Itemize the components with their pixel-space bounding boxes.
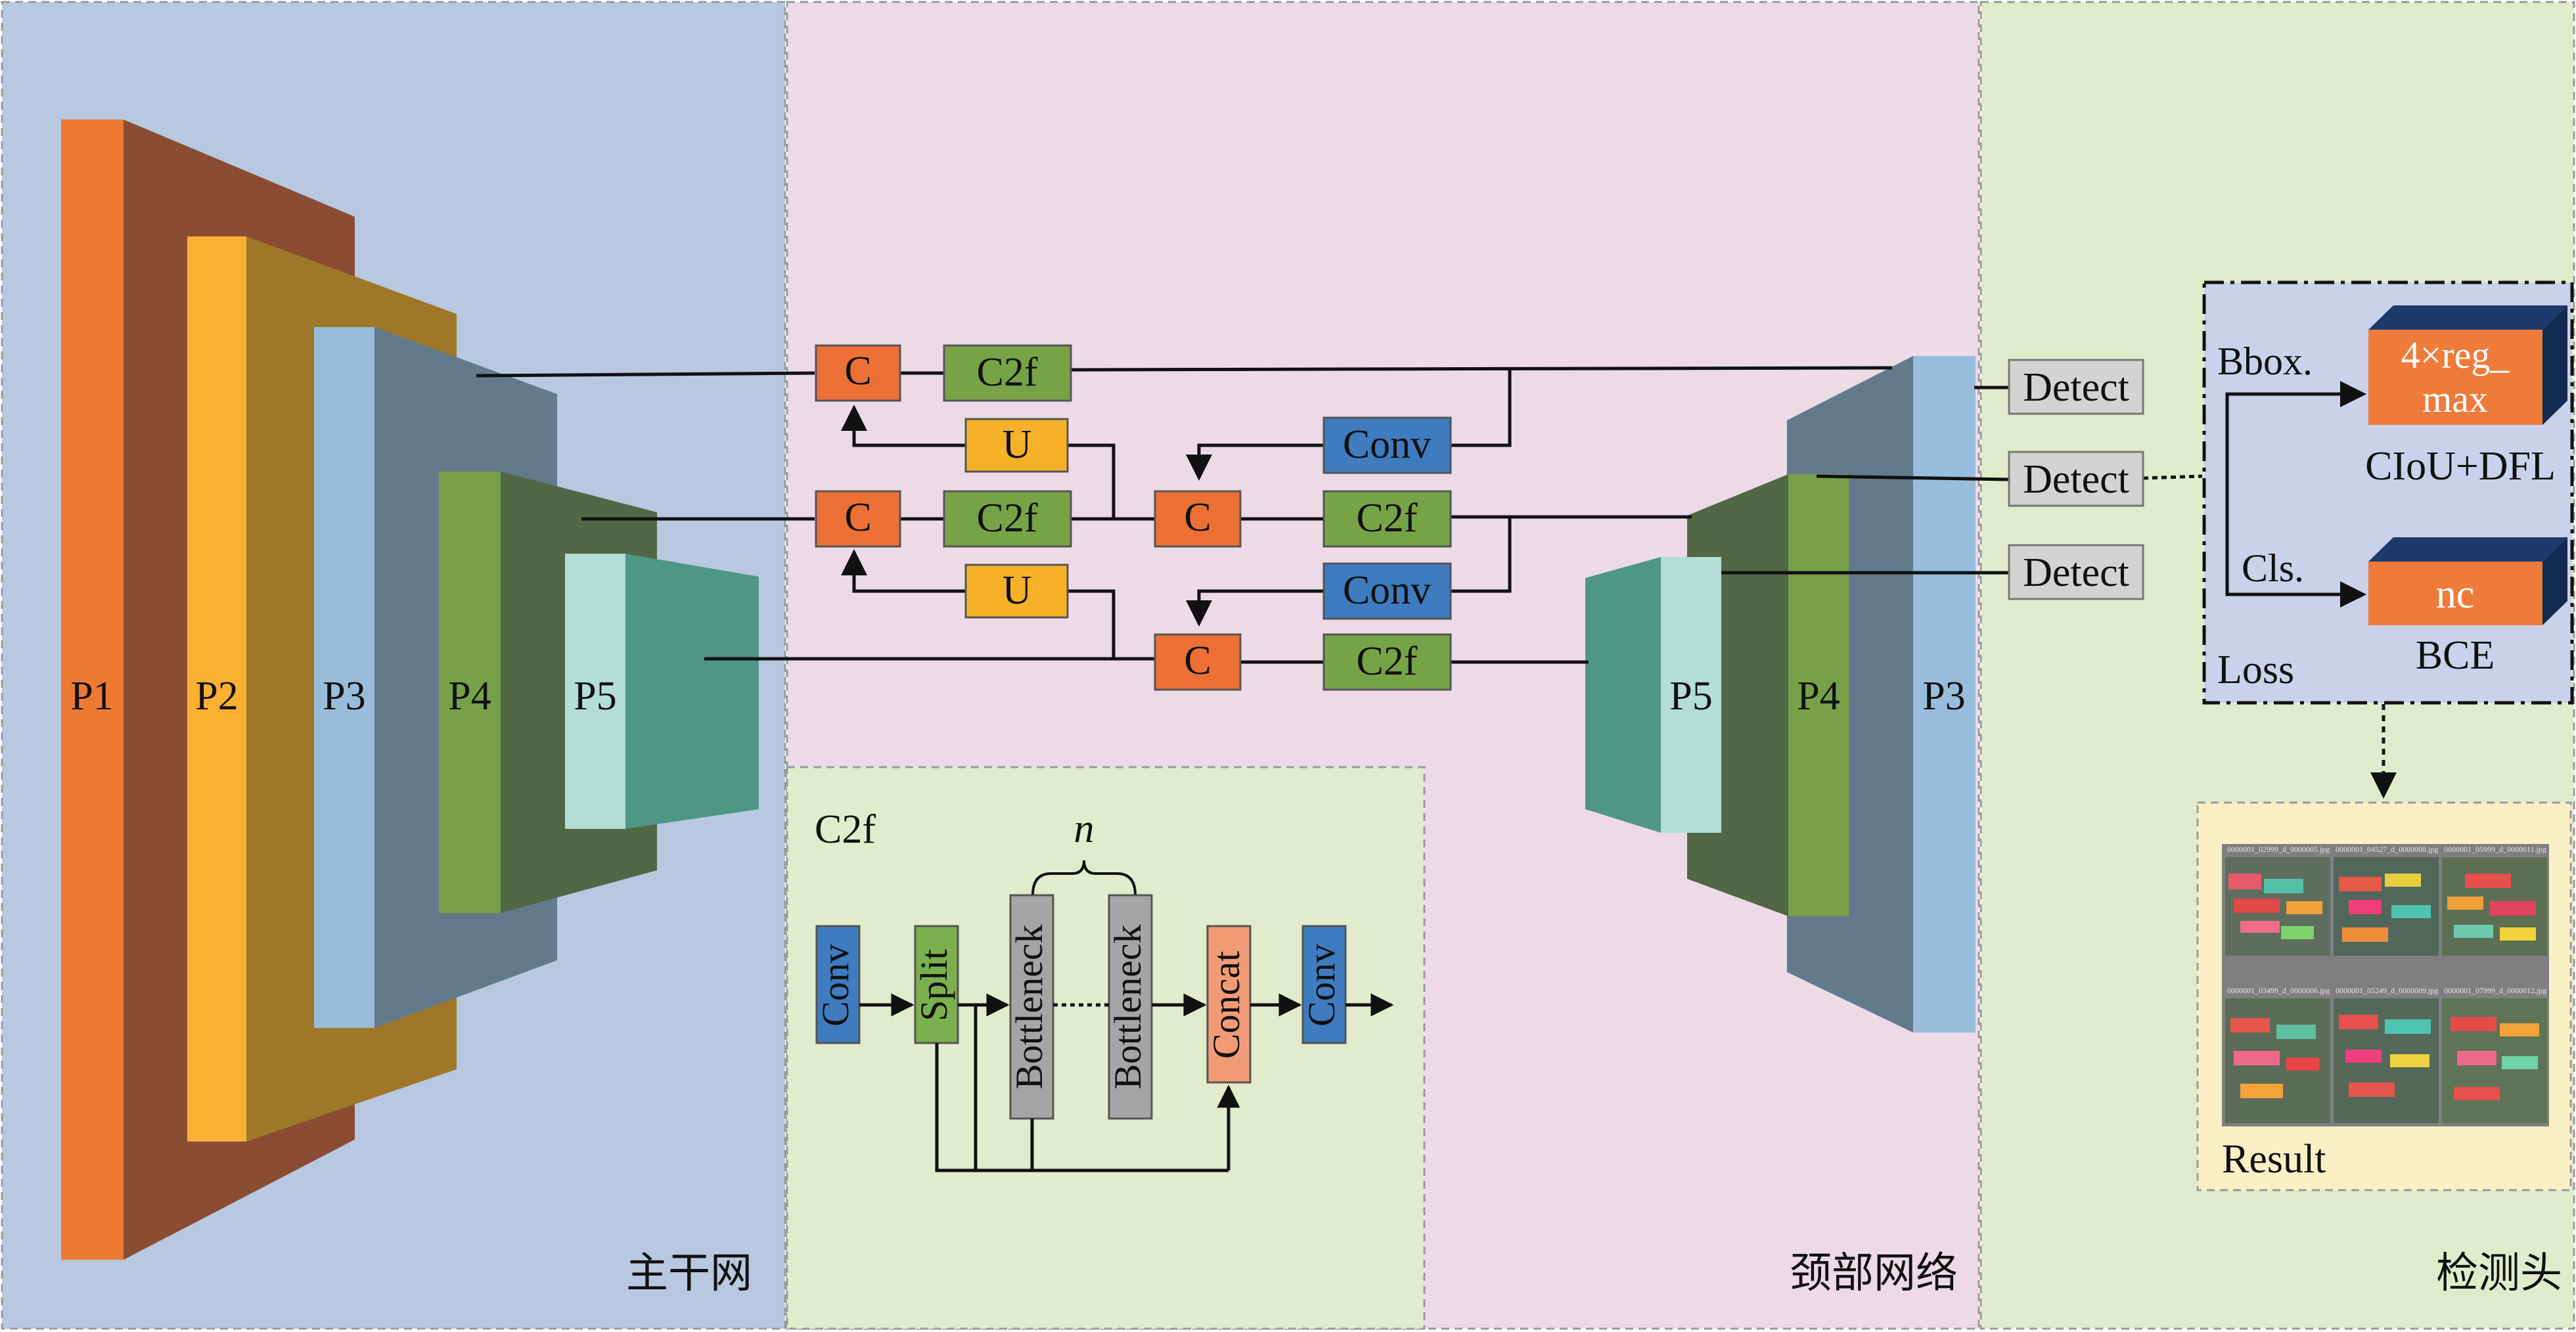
c2f-block-1: C2f bbox=[943, 344, 1072, 402]
neck-layer-labels: P5 P4 P3 bbox=[1669, 674, 1965, 719]
neck-title: 颈部网络 bbox=[1790, 1249, 1958, 1298]
cls-loss-text: BCE bbox=[2416, 633, 2495, 678]
bbox-cube-text-2: max bbox=[2422, 378, 2488, 420]
head-title: 检测头 bbox=[2436, 1249, 2562, 1298]
svg-text:C: C bbox=[844, 495, 871, 540]
c2f-detail-title: C2f bbox=[815, 807, 876, 852]
c2f-detail-panel bbox=[786, 766, 1426, 1330]
concat-block-3: C bbox=[1154, 490, 1242, 548]
conv-block-1: Conv bbox=[1322, 416, 1452, 474]
result-thumbnail-4 bbox=[2225, 998, 2330, 1123]
neck-pyramid bbox=[1585, 356, 1976, 1032]
bbox-loss-text: CIoU+DFL bbox=[2365, 444, 2556, 489]
result-thumbnail-3 bbox=[2442, 857, 2547, 956]
neck-blocks: C C2f U Conv C C2f C C2f bbox=[815, 344, 1452, 691]
result-panel: 0000001_02999_d_0000005.jpg 0000001_0452… bbox=[2196, 801, 2572, 1191]
loss-panel: Bbox. 4×reg_ max CIoU+DFL Cls. nc BCE Lo… bbox=[2202, 280, 2574, 705]
c2f-split-label: Split bbox=[913, 949, 955, 1021]
backbone-p3-label: P3 bbox=[323, 674, 365, 719]
c2f-block-2: C2f bbox=[943, 490, 1072, 548]
svg-text:Conv: Conv bbox=[1343, 568, 1431, 613]
backbone-title: 主干网 bbox=[626, 1249, 752, 1298]
neck-p3-label: P3 bbox=[1922, 674, 1965, 719]
backbone-p1-label: P1 bbox=[70, 674, 113, 719]
result-caption-1: 0000001_02999_d_0000005.jpg bbox=[2227, 845, 2330, 854]
svg-text:Detect: Detect bbox=[2023, 365, 2129, 410]
cls-label: Cls. bbox=[2242, 546, 2304, 590]
backbone-p4-label: P4 bbox=[448, 674, 491, 719]
upsample-block-1: U bbox=[964, 418, 1069, 473]
loss-title: Loss bbox=[2217, 648, 2294, 692]
c2f-conv-in-label: Conv bbox=[814, 944, 857, 1027]
concat-block-4: C bbox=[1154, 633, 1242, 691]
result-caption-5: 0000001_05249_d_0000009.jpg bbox=[2336, 986, 2438, 995]
backbone-layer-labels: P1 P2 P3 P4 P5 bbox=[70, 674, 616, 719]
backbone-pyramid bbox=[61, 120, 759, 1260]
svg-text:U: U bbox=[1003, 568, 1032, 613]
svg-text:C2f: C2f bbox=[1357, 496, 1418, 541]
svg-text:Detect: Detect bbox=[2023, 550, 2129, 595]
result-caption-3: 0000001_05999_d_0000011.jpg bbox=[2444, 845, 2546, 854]
c2f-conv-out-label: Conv bbox=[1300, 944, 1343, 1027]
concat-block-2: C bbox=[815, 490, 901, 548]
svg-text:Conv: Conv bbox=[1343, 422, 1431, 467]
result-thumbnail-1 bbox=[2225, 857, 2330, 956]
upsample-block-2: U bbox=[964, 564, 1069, 619]
backbone-p5-label: P5 bbox=[574, 674, 616, 719]
svg-text:C: C bbox=[844, 349, 871, 393]
svg-text:C: C bbox=[1184, 495, 1211, 540]
c2f-block-3: C2f bbox=[1322, 490, 1452, 548]
svg-text:C: C bbox=[1184, 638, 1211, 683]
svg-text:C2f: C2f bbox=[1357, 639, 1418, 684]
result-caption-4: 0000001_03499_d_0000006.jpg bbox=[2227, 986, 2330, 995]
bbox-cube-text-1: 4×reg_ bbox=[2401, 334, 2510, 376]
result-thumbnail-6 bbox=[2442, 998, 2547, 1123]
c2f-concat-label: Concat bbox=[1205, 951, 1248, 1059]
svg-text:C2f: C2f bbox=[977, 496, 1038, 541]
backbone-p2-label: P2 bbox=[195, 674, 238, 719]
c2f-block-4: C2f bbox=[1322, 633, 1452, 691]
concat-block-1: C bbox=[815, 344, 901, 402]
detect-block-3: Detect bbox=[2008, 544, 2144, 600]
bbox-label: Bbox. bbox=[2217, 340, 2313, 383]
svg-text:Detect: Detect bbox=[2023, 457, 2129, 502]
neck-p5-label: P5 bbox=[1669, 674, 1712, 719]
neck-connections bbox=[476, 366, 2397, 799]
result-thumbnail-2 bbox=[2334, 857, 2439, 956]
svg-text:C2f: C2f bbox=[977, 350, 1038, 395]
result-caption-6: 0000001_07999_d_0000012.jpg bbox=[2444, 986, 2546, 995]
cls-cube-text: nc bbox=[2436, 572, 2475, 617]
detect-block-1: Detect bbox=[2008, 359, 2144, 415]
detect-block-2: Detect bbox=[2008, 451, 2144, 507]
c2f-n-label: n bbox=[1074, 807, 1095, 851]
c2f-detail: C2f n Conv Split Bottleneck Bottleneck C… bbox=[814, 807, 1394, 1172]
c2f-bottleneck-1-label: Bottleneck bbox=[1008, 924, 1051, 1089]
neck-p4-label: P4 bbox=[1797, 674, 1840, 719]
detect-blocks: Detect Detect Detect bbox=[2008, 359, 2144, 600]
c2f-bottleneck-2-label: Bottleneck bbox=[1106, 924, 1149, 1089]
result-thumbnail-5 bbox=[2334, 998, 2439, 1123]
conv-block-2: Conv bbox=[1322, 562, 1452, 620]
result-label: Result bbox=[2222, 1137, 2326, 1182]
result-caption-2: 0000001_04527_d_0000008.jpg bbox=[2336, 845, 2438, 854]
svg-text:U: U bbox=[1003, 422, 1032, 467]
